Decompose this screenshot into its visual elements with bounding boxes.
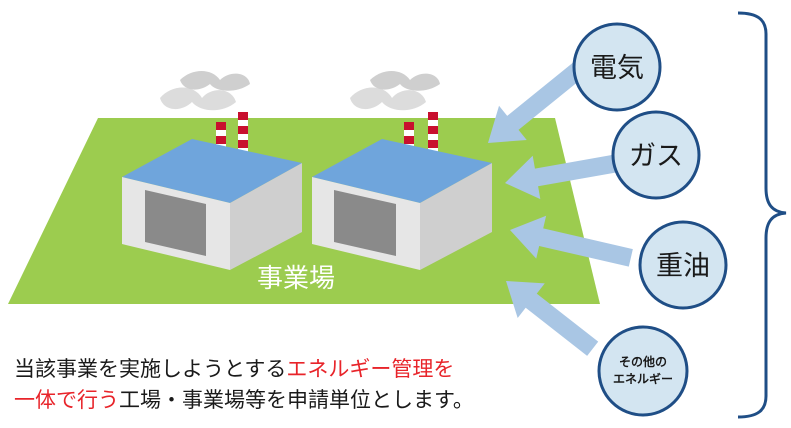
energy-source-electricity: 電気 xyxy=(572,22,662,112)
energy-source-other: その他の エネルギー xyxy=(597,325,689,417)
arrow-heavy-oil xyxy=(510,215,633,267)
arrow-gas xyxy=(505,151,635,200)
energy-label-other-2: エネルギー xyxy=(613,371,673,386)
caption-line2-normal: 工場・事業場等を申請単位とします。 xyxy=(119,388,474,412)
arrow-electricity xyxy=(488,57,591,143)
caption-line1-normal: 当該事業を実施しようとする xyxy=(14,357,287,381)
grouping-brace xyxy=(737,11,787,419)
energy-label-heavy-oil: 重油 xyxy=(656,251,710,282)
caption-line1-highlight: エネルギー管理を xyxy=(286,357,455,381)
factory-2 xyxy=(312,71,492,270)
caption: 当該事業を実施しようとするエネルギー管理を 一体で行う工場・事業場等を申請単位と… xyxy=(14,354,634,416)
energy-label-gas: ガス xyxy=(629,141,683,172)
caption-line-1: 当該事業を実施しようとするエネルギー管理を xyxy=(14,354,634,385)
energy-source-heavy-oil: 重油 xyxy=(638,220,728,310)
energy-label-electricity: 電気 xyxy=(590,53,644,84)
caption-line2-highlight: 一体で行う xyxy=(14,388,119,412)
factory-1 xyxy=(122,71,302,270)
caption-line-2: 一体で行う工場・事業場等を申請単位とします。 xyxy=(14,385,634,416)
energy-label-other-1: その他の xyxy=(619,354,667,369)
site-label: 事業場 xyxy=(257,264,335,294)
energy-source-gas: ガス xyxy=(611,110,701,200)
energy-arrows xyxy=(488,57,635,356)
arrow-other-energy xyxy=(506,281,599,356)
